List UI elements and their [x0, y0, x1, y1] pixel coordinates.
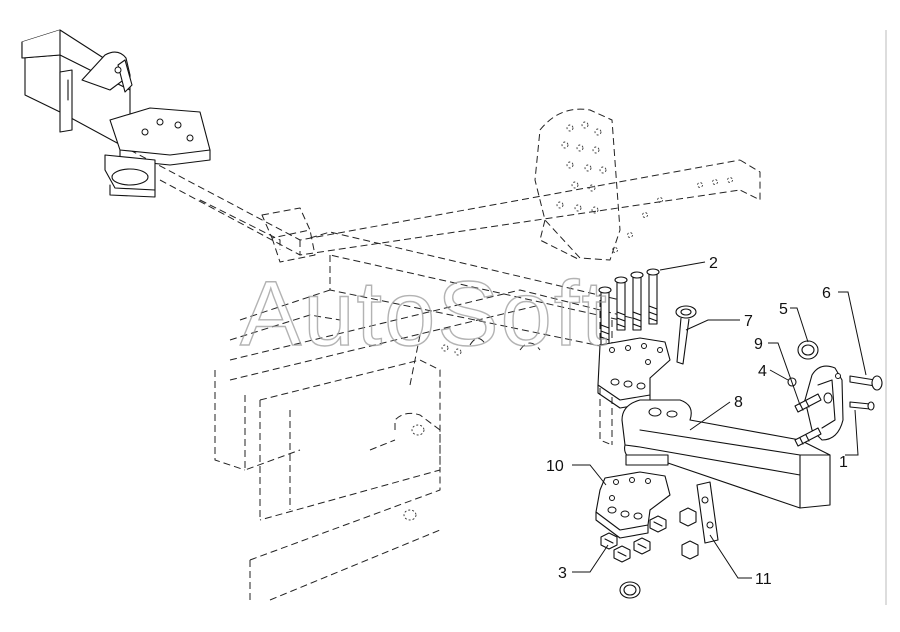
callout-8: 8	[734, 394, 743, 411]
callout-6: 6	[822, 285, 831, 302]
watermark-text: AutoSoft	[240, 263, 609, 365]
part-7-pin	[675, 305, 697, 365]
installed-hitch-upper-left	[21, 29, 211, 198]
part-9-studs	[794, 393, 822, 447]
leader-lines	[572, 261, 867, 579]
callout-7: 7	[744, 313, 753, 330]
callout-3: 3	[558, 565, 567, 582]
callout-1: 1	[839, 454, 848, 471]
part-2-bolts	[598, 268, 660, 346]
phantom-chassis-frame	[129, 108, 761, 601]
callout-11: 11	[755, 571, 772, 588]
callout-4: 4	[758, 363, 767, 380]
callout-2: 2	[709, 255, 718, 272]
part-8-drawbar	[621, 399, 831, 509]
part-6-bolt	[849, 375, 883, 411]
callout-9: 9	[754, 336, 763, 353]
callout-5: 5	[779, 301, 788, 318]
callout-labels: 1 2 3 4 5 6 7 8 9 10 11	[546, 255, 848, 588]
part-10-lower-plate	[595, 471, 671, 539]
part-3-nuts	[600, 515, 667, 563]
part-1-coupling-jaw	[799, 365, 844, 441]
part-5-ring	[797, 340, 819, 360]
callout-10: 10	[546, 458, 564, 475]
bottom-washer	[619, 581, 641, 599]
part-11-spacer	[679, 481, 719, 560]
